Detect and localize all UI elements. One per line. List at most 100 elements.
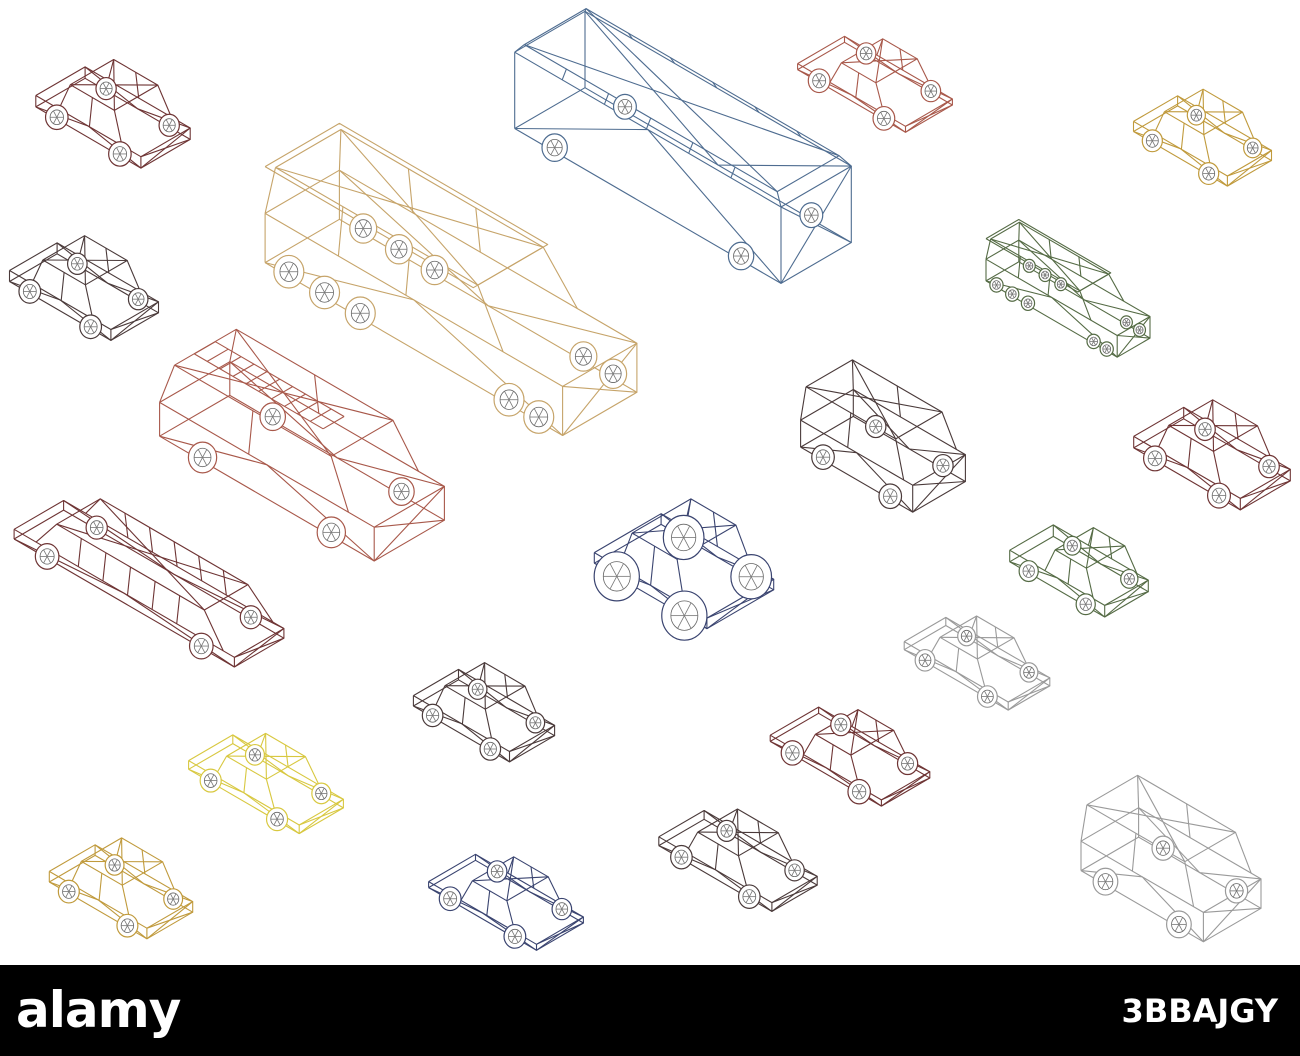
wheel [807,68,831,94]
wheel [34,543,60,570]
vehicle-sportscar [797,35,953,133]
wheel [265,807,289,832]
wheel [85,515,108,540]
vehicle-car [1132,88,1273,187]
vehicle-sedan [903,615,1051,711]
wheel [127,287,149,311]
wheel [316,516,347,549]
vehicle-truck [264,122,638,437]
wheel [541,133,568,163]
vehicle-sedan [658,808,818,912]
wheel [799,202,824,229]
wheel [349,213,378,244]
wheel [599,358,628,390]
wheel [989,277,1004,293]
wheel [551,897,573,921]
image-id-label: 3BBAJGY [1121,992,1278,1030]
wheel [737,884,761,909]
wheel [1151,835,1175,861]
wheel [1224,878,1249,904]
wheel [1005,286,1020,302]
wheel [811,444,835,471]
wheel [493,382,525,417]
wheel [920,79,942,103]
wheel [872,105,896,131]
wheel [1198,162,1220,186]
wheel [95,76,117,101]
wheel [1142,445,1168,472]
stock-watermark-bar: alamy 3BBAJGY [0,965,1300,1056]
wheel [1120,568,1139,589]
wheel [116,913,139,938]
wheel [66,252,88,275]
wheel [569,341,598,372]
wheel [1022,258,1036,273]
wheel [1092,867,1119,896]
wheel [1119,315,1133,330]
wheel [523,400,555,434]
wheel [1063,535,1082,556]
wheel [1019,662,1039,683]
wheel [1099,341,1114,357]
wheel [479,737,502,761]
vehicle-bus [514,8,852,284]
wheel [661,590,708,641]
wheel [878,483,903,510]
wheel [18,279,42,304]
alamy-logo: alamy [16,981,181,1039]
wheel [1258,454,1280,479]
wheel [896,751,919,776]
wireframe-vehicles-illustration [8,8,1291,951]
wheel [784,859,805,882]
wheel [1165,910,1192,939]
vehicle-car [8,235,160,341]
wheel [727,241,755,271]
vehicle-car [48,837,194,940]
wheel [239,605,263,630]
wheel [199,768,222,793]
wheel [158,113,180,137]
wheel [44,104,69,131]
wheel [662,514,705,561]
wheel [187,441,218,474]
vehicle-car [1133,399,1291,511]
vehicle-truck [985,218,1151,358]
wheel [1020,295,1036,312]
wheel [388,477,415,506]
vehicle-car [412,662,556,763]
wheel [780,740,805,766]
wheel [311,782,332,805]
wheel [730,554,773,600]
wheel [273,254,305,289]
vehicle-sedan [188,732,344,835]
wheel [108,141,132,167]
wheel [612,93,637,120]
vehicle-pickup [1009,524,1149,618]
wheel [79,314,103,340]
wheel [503,923,527,949]
wheel [976,685,998,708]
wheel [830,713,852,737]
vehicles-canvas [8,8,1291,951]
wheel [865,414,887,439]
wheel [525,712,546,734]
wheel [421,703,444,728]
wheel [1141,129,1163,153]
wheel [1194,417,1216,442]
wheel [1206,482,1232,509]
wheel [1243,137,1263,159]
wheel [914,648,936,672]
wheel [1132,322,1147,338]
wheel [932,453,954,478]
vehicle-sportscar [428,853,584,951]
wheel [467,678,488,700]
vehicle-monster [593,498,775,641]
vehicle-car [35,58,191,169]
wheel [244,743,266,766]
wheel [847,778,871,805]
wheel [384,234,414,265]
wheel [57,879,80,904]
wheel [163,888,184,910]
wheel [1086,333,1101,350]
vehicle-limo [13,498,285,668]
